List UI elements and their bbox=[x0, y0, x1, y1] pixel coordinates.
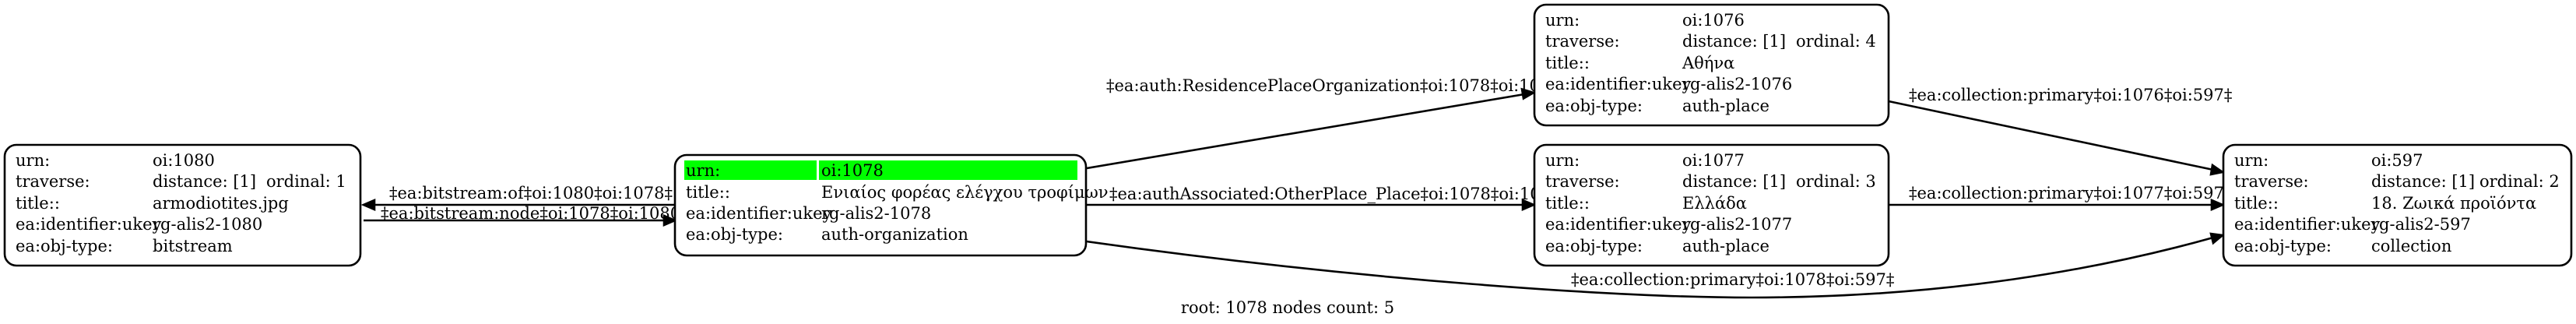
field-key-traverse: traverse: bbox=[16, 172, 90, 191]
field-value-traverse: distance: [1] bbox=[2371, 172, 2475, 191]
field-key-ukey: ea:identifier:ukey bbox=[2234, 215, 2381, 234]
edge-line bbox=[1888, 100, 2214, 171]
node-oi-1080[interactable]: urn: oi:1080 traverse: distance: [1] ord… bbox=[3, 143, 362, 267]
field-value-ukey: rg-alis2-1077 bbox=[1682, 215, 1792, 234]
field-key-obj-type: ea:obj-type: bbox=[686, 225, 783, 244]
field-value-ordinal: ordinal: 1 bbox=[266, 172, 346, 191]
field-value-title: Ενιαίος φορέας ελέγχου τροφίμων bbox=[821, 183, 1109, 202]
field-value-ukey: rg-alis2-1080 bbox=[153, 215, 262, 234]
field-value-urn: oi:1077 bbox=[1682, 151, 1745, 170]
node-frame bbox=[3, 143, 362, 267]
root-highlight-key bbox=[684, 160, 817, 180]
edge-label: ‡ea:collection:primary‡oi:1076‡oi:597‡ bbox=[1909, 86, 2232, 104]
edge-1076-to-597: ‡ea:collection:primary‡oi:1076‡oi:597‡ bbox=[1888, 86, 2232, 176]
edge-label: ‡ea:authAssociated:OtherPlace_Place‡oi:1… bbox=[1109, 185, 1569, 203]
field-value-ukey: rg-alis2-1076 bbox=[1682, 75, 1792, 93]
field-value-obj-type: auth-place bbox=[1682, 97, 1769, 115]
edge-arrowhead bbox=[2209, 232, 2226, 245]
field-key-obj-type: ea:obj-type: bbox=[16, 237, 113, 255]
node-frame bbox=[1533, 143, 1890, 267]
field-key-obj-type: ea:obj-type: bbox=[1545, 237, 1643, 255]
node-oi-1076[interactable]: urn: oi:1076 traverse: distance: [1] ord… bbox=[1533, 3, 1890, 127]
field-key-traverse: traverse: bbox=[1545, 172, 1620, 191]
field-key-ukey: ea:identifier:ukey bbox=[1545, 75, 1692, 93]
field-value-title: Αθήνα bbox=[1682, 54, 1734, 72]
edge-1078-to-1080: ‡ea:bitstream:of‡oi:1080‡oi:1078‡ bbox=[360, 184, 674, 211]
node-frame bbox=[2222, 143, 2573, 267]
field-value-traverse: distance: [1] bbox=[1682, 172, 1786, 191]
edge-1080-to-1078: ‡ea:bitstream:node‡oi:1078‡oi:1080‡ bbox=[364, 204, 689, 227]
field-key-urn: urn: bbox=[686, 161, 720, 180]
field-value-traverse: distance: [1] bbox=[1682, 32, 1786, 51]
field-value-title: 18. Ζωικά προϊόντα bbox=[2371, 194, 2536, 213]
node-oi-1077[interactable]: urn: oi:1077 traverse: distance: [1] ord… bbox=[1533, 143, 1890, 267]
edge-label: ‡ea:bitstream:node‡oi:1078‡oi:1080‡ bbox=[381, 204, 689, 223]
field-value-urn: oi:1078 bbox=[821, 161, 884, 180]
node-frame bbox=[1533, 3, 1890, 127]
field-key-title: title:: bbox=[16, 194, 60, 213]
edge-arrowhead bbox=[662, 214, 678, 227]
field-value-title: Ελλάδα bbox=[1682, 194, 1747, 213]
node-oi-597[interactable]: urn: oi:597 traverse: distance: [1] ordi… bbox=[2222, 143, 2573, 267]
field-key-title: title:: bbox=[1545, 54, 1590, 72]
field-key-title: title:: bbox=[1545, 194, 1590, 213]
field-value-ukey: rg-alis2-597 bbox=[2371, 215, 2471, 234]
field-key-urn: urn: bbox=[1545, 11, 1580, 30]
edge-1078-to-1076: ‡ea:auth:ResidencePlaceOrganization‡oi:1… bbox=[1086, 76, 1569, 170]
field-value-obj-type: auth-organization bbox=[821, 225, 968, 244]
field-key-ukey: ea:identifier:ukey bbox=[1545, 215, 1692, 234]
edge-line bbox=[1086, 93, 1525, 170]
field-value-urn: oi:1080 bbox=[153, 151, 215, 170]
edge-1078-to-1077: ‡ea:authAssociated:OtherPlace_Place‡oi:1… bbox=[1087, 185, 1569, 211]
field-value-ukey: rg-alis2-1078 bbox=[821, 204, 931, 223]
edge-arrowhead bbox=[1520, 87, 1537, 100]
field-key-urn: urn: bbox=[2234, 151, 2268, 170]
field-key-traverse: traverse: bbox=[2234, 172, 2309, 191]
edge-line bbox=[1086, 236, 2214, 299]
edge-label: ‡ea:collection:primary‡oi:1078‡oi:597‡ bbox=[1571, 270, 1894, 289]
field-key-title: title:: bbox=[2234, 194, 2279, 213]
field-key-traverse: traverse: bbox=[1545, 32, 1620, 51]
edge-1078-to-597: ‡ea:collection:primary‡oi:1078‡oi:597‡ bbox=[1086, 232, 2226, 299]
field-value-ordinal: ordinal: 3 bbox=[1796, 172, 1876, 191]
edge-label: ‡ea:collection:primary‡oi:1077‡oi:597‡ bbox=[1909, 184, 2232, 202]
field-key-ukey: ea:identifier:ukey bbox=[686, 204, 832, 223]
field-value-title: armodiotites.jpg bbox=[153, 194, 289, 213]
field-value-urn: oi:597 bbox=[2371, 151, 2423, 170]
edge-arrowhead bbox=[2209, 163, 2226, 176]
edge-arrowhead bbox=[1521, 199, 1537, 211]
root-highlight-value bbox=[819, 160, 1077, 180]
edge-label: ‡ea:auth:ResidencePlaceOrganization‡oi:1… bbox=[1106, 76, 1569, 95]
field-key-obj-type: ea:obj-type: bbox=[1545, 97, 1643, 115]
node-frame bbox=[673, 153, 1088, 257]
field-key-urn: urn: bbox=[16, 151, 50, 170]
field-value-obj-type: collection bbox=[2371, 237, 2451, 255]
field-value-urn: oi:1076 bbox=[1682, 11, 1745, 30]
field-value-obj-type: bitstream bbox=[153, 237, 233, 255]
field-key-title: title:: bbox=[686, 183, 730, 202]
edge-arrowhead bbox=[2210, 199, 2226, 211]
edge-1077-to-597: ‡ea:collection:primary‡oi:1077‡oi:597‡ bbox=[1889, 184, 2232, 211]
field-value-traverse: distance: [1] bbox=[153, 172, 256, 191]
field-key-urn: urn: bbox=[1545, 151, 1580, 170]
field-value-ordinal: ordinal: 4 bbox=[1796, 32, 1876, 51]
graph-caption: root: 1078 nodes count: 5 bbox=[1181, 298, 1394, 317]
edge-label: ‡ea:bitstream:of‡oi:1080‡oi:1078‡ bbox=[389, 184, 673, 202]
field-key-ukey: ea:identifier:ukey bbox=[16, 215, 162, 234]
field-value-obj-type: auth-place bbox=[1682, 237, 1769, 255]
node-oi-1078-root[interactable]: urn: oi:1078 title:: Ενιαίος φορέας ελέγ… bbox=[673, 153, 1109, 257]
field-value-ordinal: ordinal: 2 bbox=[2479, 172, 2560, 191]
field-key-obj-type: ea:obj-type: bbox=[2234, 237, 2332, 255]
edge-arrowhead bbox=[360, 199, 376, 211]
